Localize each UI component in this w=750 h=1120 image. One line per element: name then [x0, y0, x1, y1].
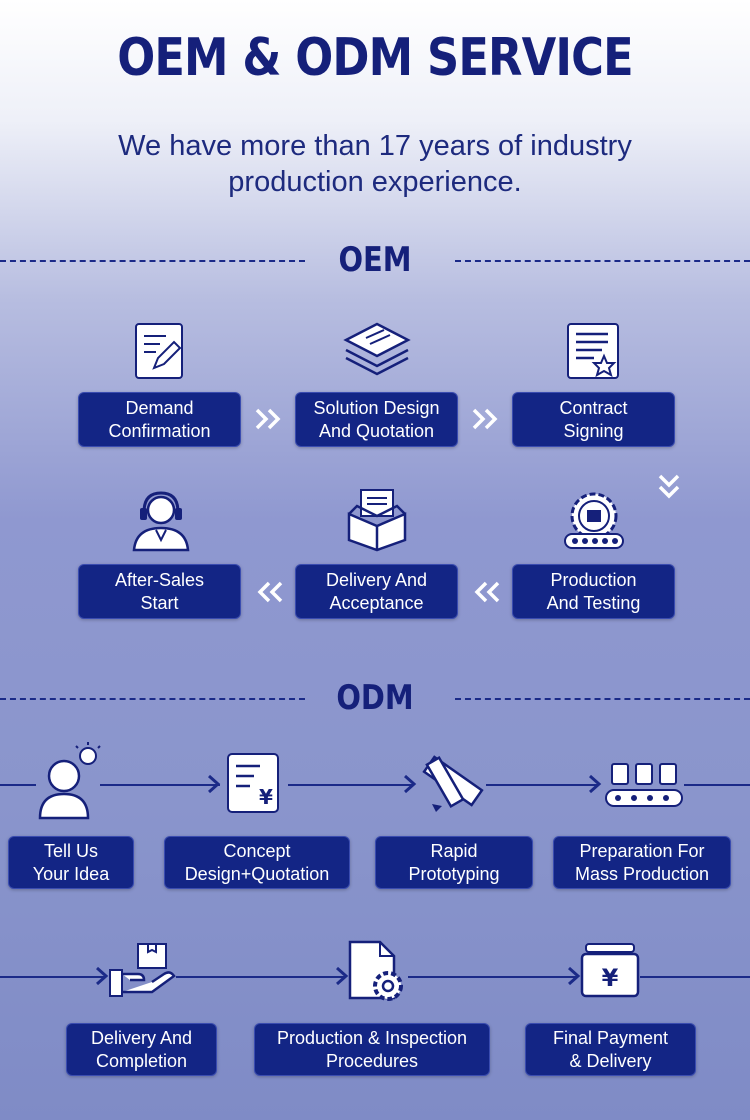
double-chevron-right-icon: [255, 408, 281, 430]
step-label: Production And Testing: [546, 569, 641, 613]
oem-heading: OEM: [338, 240, 412, 280]
customer-service-icon: [132, 491, 190, 552]
odm-step-final-payment: Final Payment & Delivery: [525, 1023, 696, 1076]
odm-heading: ODM: [336, 678, 414, 718]
step-label: Delivery And Completion: [90, 1027, 193, 1071]
flow-line: [486, 784, 598, 786]
oem-step-solution-design: Solution Design And Quotation: [295, 392, 458, 447]
step-label: Demand Confirmation: [108, 397, 211, 441]
contract-seal-icon: [567, 323, 619, 379]
step-label: Contract Signing: [559, 397, 628, 441]
flow-line: [100, 784, 220, 786]
svg-text:¥: ¥: [602, 964, 619, 992]
double-chevron-right-icon: [472, 408, 498, 430]
arrow-right-icon: [96, 966, 109, 986]
oem-step-demand-confirmation: Demand Confirmation: [78, 392, 241, 447]
file-gear-icon: [348, 940, 403, 1001]
step-label: After-Sales Start: [114, 569, 205, 613]
divider: [455, 698, 750, 700]
step-label: Delivery And Acceptance: [325, 569, 428, 613]
odm-step-delivery-completion: Delivery And Completion: [66, 1023, 217, 1076]
divider: [0, 260, 305, 262]
arrow-right-icon: [568, 966, 581, 986]
double-chevron-left-icon: [474, 581, 500, 603]
oem-step-after-sales: After-Sales Start: [78, 564, 241, 619]
ruler-pencil-icon: [422, 755, 484, 812]
flow-line: [640, 976, 750, 978]
double-chevron-down-icon: [658, 474, 680, 499]
subtitle: We have more than 17 years of industry p…: [118, 130, 632, 198]
arrow-right-icon: [589, 774, 602, 794]
step-label: Solution Design And Quotation: [313, 397, 440, 441]
open-box-icon: [347, 489, 407, 552]
payment-yen-icon: ¥: [580, 943, 640, 998]
step-label: Concept Design+Quotation: [184, 840, 330, 884]
oem-step-contract-signing: Contract Signing: [512, 392, 675, 447]
odm-step-tell-us-idea: Tell Us Your Idea: [8, 836, 134, 889]
odm-step-concept-design: Concept Design+Quotation: [164, 836, 350, 889]
arrow-right-icon: [208, 774, 221, 794]
idea-person-icon: [38, 742, 101, 820]
hand-box-icon: [109, 943, 176, 997]
flow-line: [176, 976, 346, 978]
flow-line: [288, 784, 413, 786]
divider: [0, 698, 305, 700]
odm-section-heading: ODM: [0, 678, 750, 718]
step-label: Tell Us Your Idea: [32, 840, 110, 884]
oem-step-delivery-acceptance: Delivery And Acceptance: [295, 564, 458, 619]
production-gear-icon: [564, 492, 624, 549]
flow-line: [0, 784, 36, 786]
double-chevron-left-icon: [257, 581, 283, 603]
odm-step-production-inspection: Production & Inspection Procedures: [254, 1023, 490, 1076]
flow-line: [408, 976, 578, 978]
document-stack-icon: [343, 322, 411, 376]
odm-step-rapid-prototyping: Rapid Prototyping: [375, 836, 533, 889]
step-label: Preparation For Mass Production: [574, 840, 710, 884]
oem-step-production-testing: Production And Testing: [512, 564, 675, 619]
step-label: Production & Inspection Procedures: [276, 1027, 468, 1071]
svg-text:¥: ¥: [259, 785, 273, 809]
step-label: Rapid Prototyping: [408, 840, 500, 884]
form-edit-icon: [135, 323, 183, 379]
oem-section-heading: OEM: [0, 240, 750, 280]
flow-line: [0, 976, 106, 978]
arrow-right-icon: [404, 774, 417, 794]
divider: [455, 260, 750, 262]
arrow-right-icon: [336, 966, 349, 986]
step-label: Final Payment & Delivery: [552, 1027, 669, 1071]
odm-step-mass-production: Preparation For Mass Production: [553, 836, 731, 889]
flow-line: [684, 784, 750, 786]
page-title: OEM & ODM SERVICE: [117, 28, 633, 88]
quotation-yen-icon: ¥: [227, 753, 279, 813]
conveyor-icon: [605, 763, 683, 807]
